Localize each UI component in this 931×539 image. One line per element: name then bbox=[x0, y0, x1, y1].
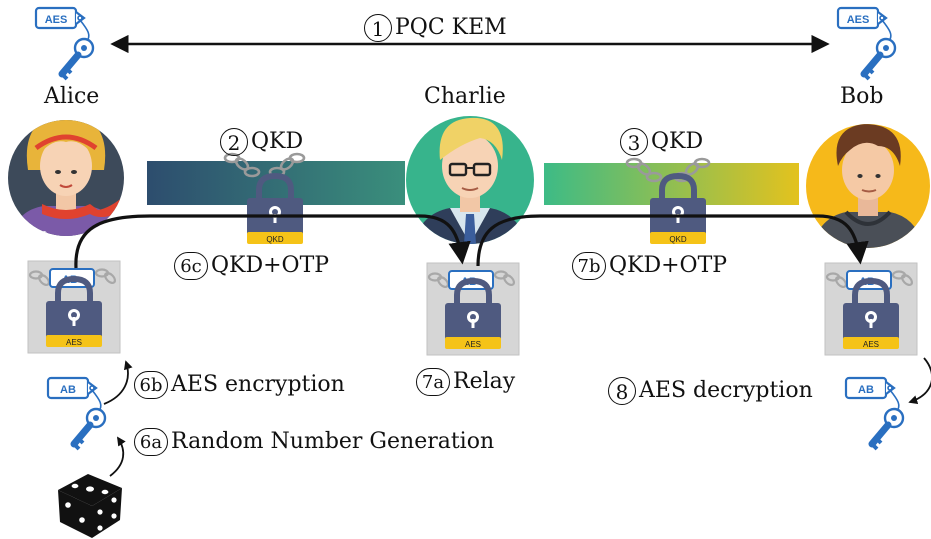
alice-name-label: Alice bbox=[44, 84, 100, 109]
charlie-box-lock-label: AES bbox=[465, 340, 481, 349]
step-6c-text: QKD+OTP bbox=[211, 253, 330, 278]
step-6b-number: 6b bbox=[134, 371, 168, 399]
step-7a-text: Relay bbox=[453, 369, 516, 394]
qkd-lock-left-label: QKD bbox=[266, 235, 284, 244]
bob-aes-key-icon: AES bbox=[838, 8, 895, 79]
step-1-pqc-kem: 1 PQC KEM bbox=[364, 14, 507, 42]
charlie-relay-lock-box: AB AES bbox=[426, 262, 520, 356]
alice-key-tag-label: AES bbox=[45, 14, 68, 26]
relay-arrow-alice-to-charlie bbox=[74, 214, 471, 269]
step-3-text: QKD bbox=[651, 129, 704, 154]
encrypt-arrow bbox=[103, 360, 133, 405]
bob-ab-key-tag-label: AB bbox=[858, 384, 874, 396]
step-6a-text: Random Number Generation bbox=[171, 429, 495, 454]
qkd-lock-right-label: QKD bbox=[669, 235, 687, 244]
qkd-lock-left-icon: QKD bbox=[247, 176, 303, 244]
alice-aes-key-icon: AES bbox=[36, 8, 93, 79]
bob-box-lock-label: AES bbox=[863, 340, 879, 349]
bob-ab-key-icon: AB bbox=[846, 378, 903, 449]
step-1-text: PQC KEM bbox=[395, 15, 507, 40]
qkd-lock-right-icon: QKD bbox=[650, 176, 706, 244]
step-2-text: QKD bbox=[251, 129, 304, 154]
bob-avatar bbox=[806, 124, 930, 248]
step-7a-number: 7a bbox=[416, 368, 450, 396]
step-7b-text: QKD+OTP bbox=[609, 253, 728, 278]
charlie-name-label: Charlie bbox=[424, 84, 506, 109]
bob-name-label: Bob bbox=[840, 84, 884, 109]
step-6c-qkd-otp: 6c QKD+OTP bbox=[174, 252, 329, 280]
decrypt-arrow bbox=[908, 357, 931, 404]
step-3-qkd: 3 QKD bbox=[620, 128, 703, 156]
step-7b-number: 7b bbox=[572, 252, 606, 280]
alice-box-lock-label: AES bbox=[66, 338, 82, 347]
dice-icon bbox=[58, 474, 122, 538]
ab-key-tag-label: AB bbox=[60, 384, 76, 396]
step-6c-number: 6c bbox=[174, 252, 208, 280]
step-3-number: 3 bbox=[620, 128, 648, 156]
relay-arrow-charlie-to-bob bbox=[476, 214, 869, 267]
step-6b-aes-encryption: 6b AES encryption bbox=[134, 371, 345, 399]
step-6a-number: 6a bbox=[134, 428, 168, 456]
charlie-avatar bbox=[406, 116, 534, 244]
step-6a-rng: 6a Random Number Generation bbox=[134, 428, 494, 456]
step-8-number: 8 bbox=[608, 377, 636, 405]
bob-key-tag-label: AES bbox=[847, 14, 870, 26]
bob-received-lock-box: AB AES bbox=[824, 262, 918, 356]
step-8-aes-decryption: 8 AES decryption bbox=[608, 377, 813, 405]
step-2-number: 2 bbox=[220, 128, 248, 156]
step-2-qkd: 2 QKD bbox=[220, 128, 303, 156]
rng-arrow bbox=[109, 436, 126, 477]
step-8-text: AES decryption bbox=[639, 378, 813, 403]
step-7b-qkd-otp: 7b QKD+OTP bbox=[572, 252, 727, 280]
ab-key-icon: AB bbox=[48, 378, 105, 449]
step-1-number: 1 bbox=[364, 14, 392, 42]
step-6b-text: AES encryption bbox=[171, 372, 345, 397]
step-7a-relay: 7a Relay bbox=[416, 368, 515, 396]
alice-encrypted-lock-box: AB AES bbox=[27, 260, 121, 354]
